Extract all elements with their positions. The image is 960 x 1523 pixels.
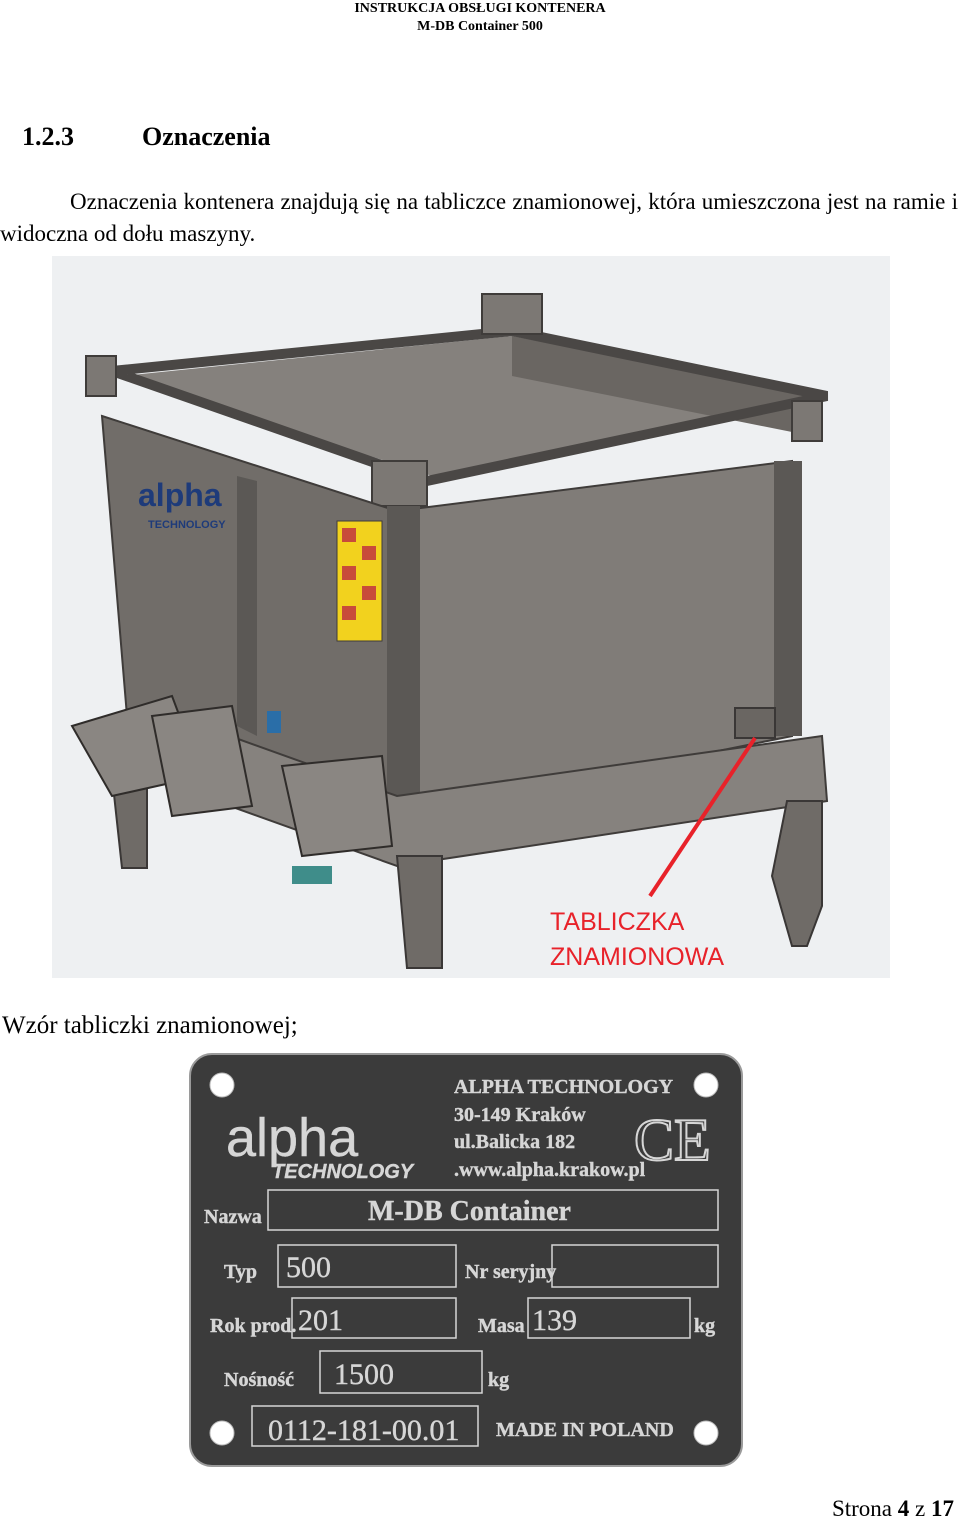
footer-separator: z (915, 1496, 926, 1521)
plate-code: 0112-181-00.01 (268, 1414, 459, 1447)
intro-paragraph: Oznaczenia kontenera znajdują się na tab… (0, 189, 958, 246)
footer-prefix: Strona (831, 1496, 893, 1521)
plate-name-value: M-DB Container (368, 1196, 571, 1227)
plate-caption: Wzór tabliczki znamionowej; (2, 1012, 298, 1039)
header-subtitle: M-DB Container 500 (417, 19, 543, 34)
page-footer: Strona 4 z 17 (832, 1496, 954, 1522)
footer-page-number: 4 (897, 1496, 910, 1521)
plate-mass-value: 139 (532, 1304, 577, 1337)
callout-label-line1: TABLICZKA (550, 908, 685, 936)
plate-made-in: MADE IN POLAND (496, 1419, 674, 1441)
plate-company: ALPHA TECHNOLOGY (454, 1076, 674, 1098)
container-logo-text: alpha (138, 477, 222, 513)
plate-www: .www.alpha.krakow.pl (454, 1159, 646, 1181)
section-title: Oznaczenia (142, 122, 271, 151)
plate-street: ul.Balicka 182 (454, 1131, 575, 1153)
section-number: 1.2.3 (22, 122, 74, 151)
callout-label-line2: ZNAMIONOWA (550, 943, 724, 971)
plate-logo-subtext: TECHNOLOGY (272, 1161, 415, 1183)
plate-load-value: 1500 (334, 1358, 394, 1391)
header-title: INSTRUKCJA OBSŁUGI KONTENERA (354, 1, 606, 16)
plate-year-label: Rok prod. (210, 1315, 296, 1337)
plate-type-label: Typ (224, 1261, 257, 1283)
plate-mass-label: Masa (478, 1315, 525, 1337)
plate-postal: 30-149 Kraków (454, 1104, 586, 1126)
plate-mass-unit: kg (694, 1315, 715, 1337)
section-heading: 1.2.3 Oznaczenia (22, 122, 271, 152)
plate-type-value: 500 (286, 1251, 331, 1284)
plate-year-value: 201 (298, 1304, 343, 1337)
plate-load-label: Nośność (224, 1369, 294, 1391)
footer-total-pages: 17 (931, 1496, 954, 1521)
container-logo-subtext: TECHNOLOGY (148, 519, 226, 531)
callout-arrow (648, 736, 757, 898)
plate-name-label: Nazwa (204, 1206, 262, 1228)
plate-logo-text: alpha (226, 1108, 359, 1168)
ce-mark: CE (634, 1107, 711, 1173)
container-illustration: alpha TECHNOLOGY TABLICZKA ZNAMIONOWA (52, 256, 890, 978)
plate-serial-label: Nr seryjny (465, 1261, 556, 1283)
rating-plate: alpha TECHNOLOGY ALPHA TECHNOLOGY 30-149… (189, 1053, 743, 1467)
plate-load-unit: kg (488, 1369, 509, 1391)
